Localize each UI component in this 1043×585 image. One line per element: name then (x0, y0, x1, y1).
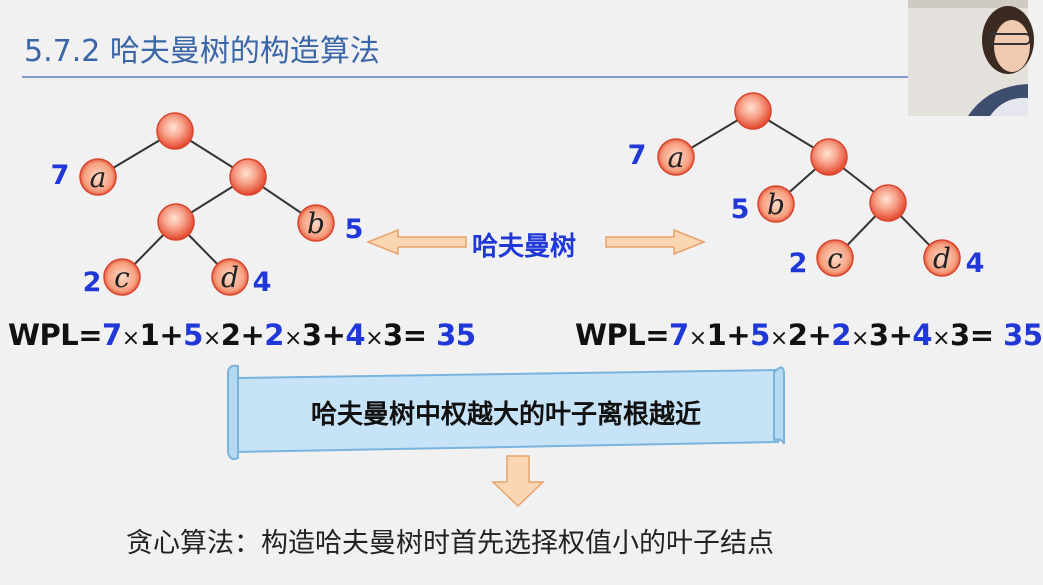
left-leaf-d (211, 258, 249, 296)
double-arrow-left (365, 228, 467, 256)
wpl-weight: 4 (912, 318, 933, 352)
left-root-node (156, 112, 194, 150)
times-sign: × (769, 326, 788, 351)
left-leaf-c-letter: c (114, 261, 130, 294)
times-sign: × (202, 326, 221, 351)
right-root-node (734, 92, 772, 130)
right-weight-d: 4 (966, 248, 985, 279)
wpl-weight: 2 (264, 318, 284, 352)
wpl-depth: 3 (868, 318, 889, 352)
wpl-prefix: WPL= (575, 318, 670, 352)
left-weight-a: 7 (51, 160, 70, 191)
wpl-equals: = (402, 318, 427, 352)
left-leaf-b (297, 204, 335, 242)
wpl-weight: 5 (750, 318, 770, 352)
right-tree-edges (675, 110, 943, 259)
wpl-result: 35 (1003, 318, 1043, 352)
right-leaf-d-letter: d (933, 242, 951, 275)
left-weight-c: 2 (83, 267, 102, 298)
times-sign: × (283, 326, 302, 351)
wpl-weight: 2 (831, 318, 851, 352)
times-sign: × (932, 326, 951, 351)
wpl-depth: 3 (301, 318, 322, 352)
wpl-right-formula: WPL=7×1+5×2+2×3+4×3= 35 (575, 318, 1043, 352)
double-arrow-right (605, 228, 707, 256)
wpl-prefix: WPL= (8, 318, 103, 352)
right-internal-node (869, 184, 907, 222)
times-sign: × (121, 326, 140, 351)
left-internal-node (229, 158, 267, 196)
wpl-weight: 5 (183, 318, 203, 352)
left-weight-b: 5 (345, 214, 364, 245)
wpl-depth: 2 (787, 318, 808, 352)
right-leaf-c (816, 239, 854, 277)
greedy-algorithm-note: 贪心算法：构造哈夫曼树时首先选择权值小的叶子结点 (126, 528, 774, 559)
right-weight-b: 5 (731, 194, 750, 225)
left-internal-node (157, 203, 195, 241)
right-leaf-b-letter: b (767, 188, 785, 221)
left-leaf-b-letter: b (307, 207, 325, 240)
wpl-depth: 3 (383, 318, 403, 352)
wpl-depth: 2 (220, 318, 241, 352)
slide-title: 5.7.2 哈夫曼树的构造算法 (24, 34, 380, 69)
right-weight-c: 2 (789, 248, 808, 279)
down-arrow (491, 455, 545, 508)
title-divider (22, 76, 908, 78)
right-leaf-a (657, 138, 695, 176)
right-leaf-b (757, 185, 795, 223)
times-sign: × (365, 326, 384, 351)
left-tree-edges (97, 130, 317, 278)
right-leaf-d (923, 239, 961, 277)
right-leaf-a-letter: a (668, 141, 685, 174)
right-leaf-c-letter: c (827, 242, 843, 275)
left-leaf-a (79, 158, 117, 196)
wpl-weight: 7 (102, 318, 122, 352)
wpl-depth: 1 (139, 318, 160, 352)
wpl-weight: 4 (345, 318, 366, 352)
wpl-depth: 1 (706, 318, 727, 352)
wpl-equals: = (969, 318, 994, 352)
scroll-banner-text: 哈夫曼树中权越大的叶子离根越近 (310, 400, 701, 430)
left-leaf-d-letter: d (221, 261, 239, 294)
wpl-weight: 7 (669, 318, 689, 352)
wpl-result: 35 (436, 318, 476, 352)
left-leaf-a-letter: a (90, 161, 107, 194)
left-weight-d: 4 (253, 267, 272, 298)
presenter-image (908, 0, 1034, 116)
wpl-left-formula: WPL=7×1+5×2+2×3+4×3= 35 (8, 318, 476, 352)
times-sign: × (850, 326, 869, 351)
right-internal-node (810, 138, 848, 176)
right-weight-a: 7 (628, 140, 647, 171)
huffman-tree-label: 哈夫曼树 (472, 232, 577, 262)
times-sign: × (688, 326, 707, 351)
left-leaf-c (103, 258, 141, 296)
wpl-depth: 3 (950, 318, 970, 352)
presenter-webcam (908, 0, 1034, 116)
